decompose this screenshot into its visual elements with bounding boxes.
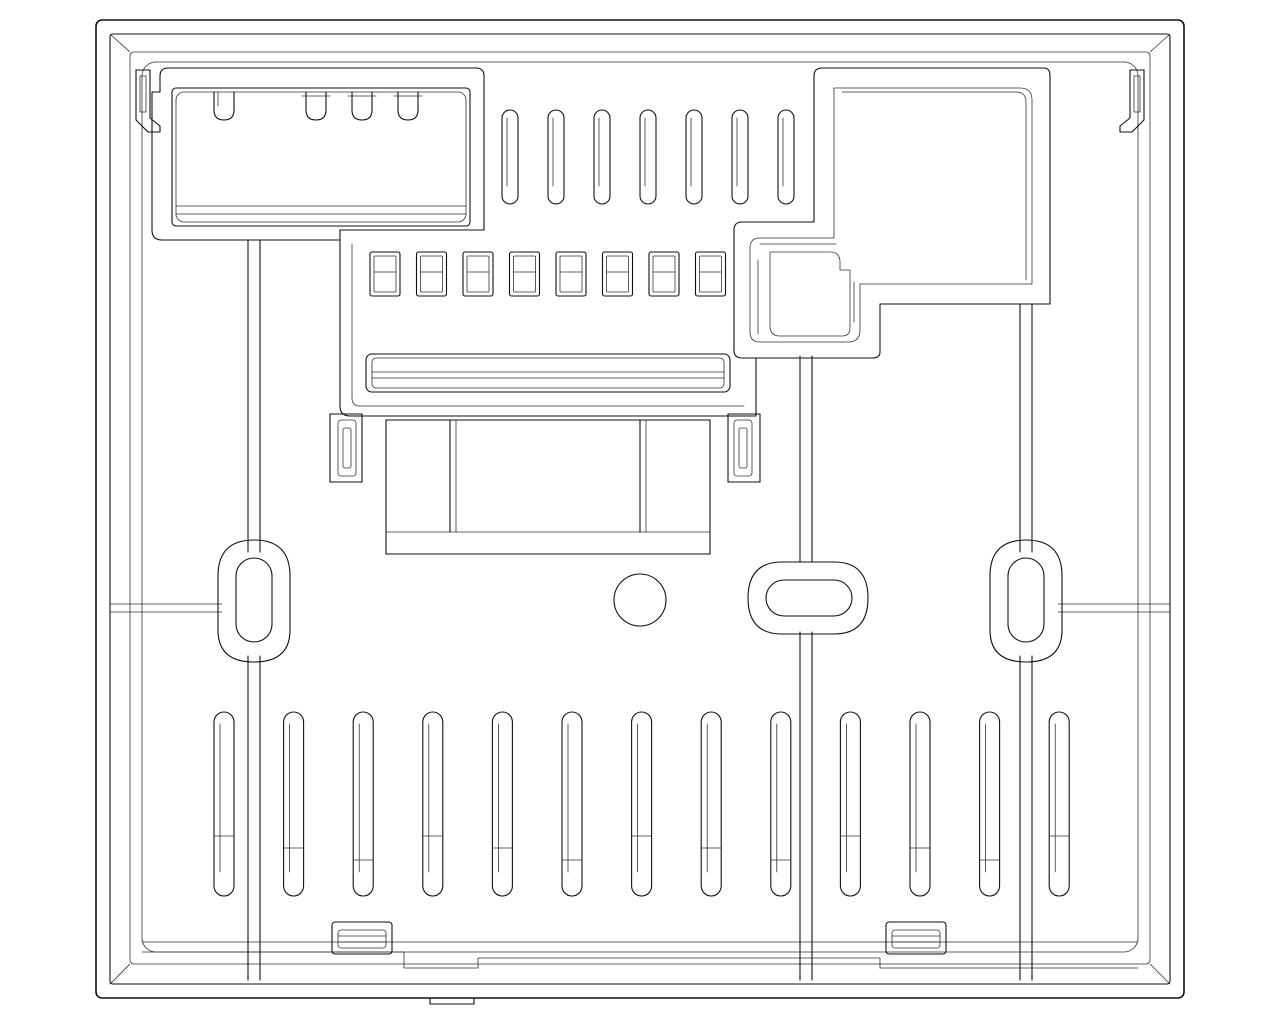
mount-slot-right <box>989 539 1063 663</box>
upper-left-window <box>151 67 485 241</box>
top-slot <box>777 109 795 205</box>
small-window <box>462 251 494 297</box>
top-slot <box>685 109 703 205</box>
bottom-slot <box>631 711 653 897</box>
side-clip-right <box>727 413 761 483</box>
bottom-slot <box>491 711 513 897</box>
small-window <box>369 251 401 297</box>
side-clip-left <box>329 413 363 483</box>
bottom-slot <box>770 711 792 897</box>
bottom-slot <box>213 711 235 897</box>
bottom-slots <box>213 711 1070 897</box>
snap-clip-right <box>885 921 947 955</box>
connector-block <box>385 419 711 555</box>
vertical-ribs <box>109 239 1171 981</box>
bottom-slot <box>283 711 305 897</box>
small-window <box>694 251 727 297</box>
bottom-slot <box>352 711 374 897</box>
small-window <box>415 251 448 297</box>
top-slot <box>639 109 657 205</box>
bottom-slot <box>839 711 861 897</box>
small-window <box>508 251 541 297</box>
bottom-slot <box>1048 711 1070 897</box>
outer-housing <box>95 19 1185 999</box>
bottom-slot <box>422 711 444 897</box>
bottom-slot <box>561 711 583 897</box>
snap-clip-left <box>331 921 393 955</box>
round-hole <box>613 573 667 627</box>
top-slot <box>501 109 519 205</box>
corner-latch-right <box>1119 69 1145 133</box>
upper-right-window <box>733 67 1051 359</box>
mount-slot-center <box>747 561 869 635</box>
bottom-slot <box>979 711 1001 897</box>
top-slot <box>547 109 565 205</box>
horizontal-slot <box>365 353 731 393</box>
top-slots <box>501 109 795 205</box>
bottom-slot <box>909 711 931 897</box>
bottom-slot <box>700 711 722 897</box>
top-slot <box>731 109 749 205</box>
small-windows <box>369 251 727 297</box>
bottom-lip <box>141 941 1139 969</box>
corner-latch-left <box>135 69 161 133</box>
small-window <box>601 251 634 297</box>
central-panel <box>339 239 757 417</box>
mount-slot-left <box>217 539 291 663</box>
bottom-tab <box>429 997 475 1005</box>
small-window <box>555 251 587 297</box>
small-window <box>648 251 680 297</box>
top-slot <box>593 109 611 205</box>
